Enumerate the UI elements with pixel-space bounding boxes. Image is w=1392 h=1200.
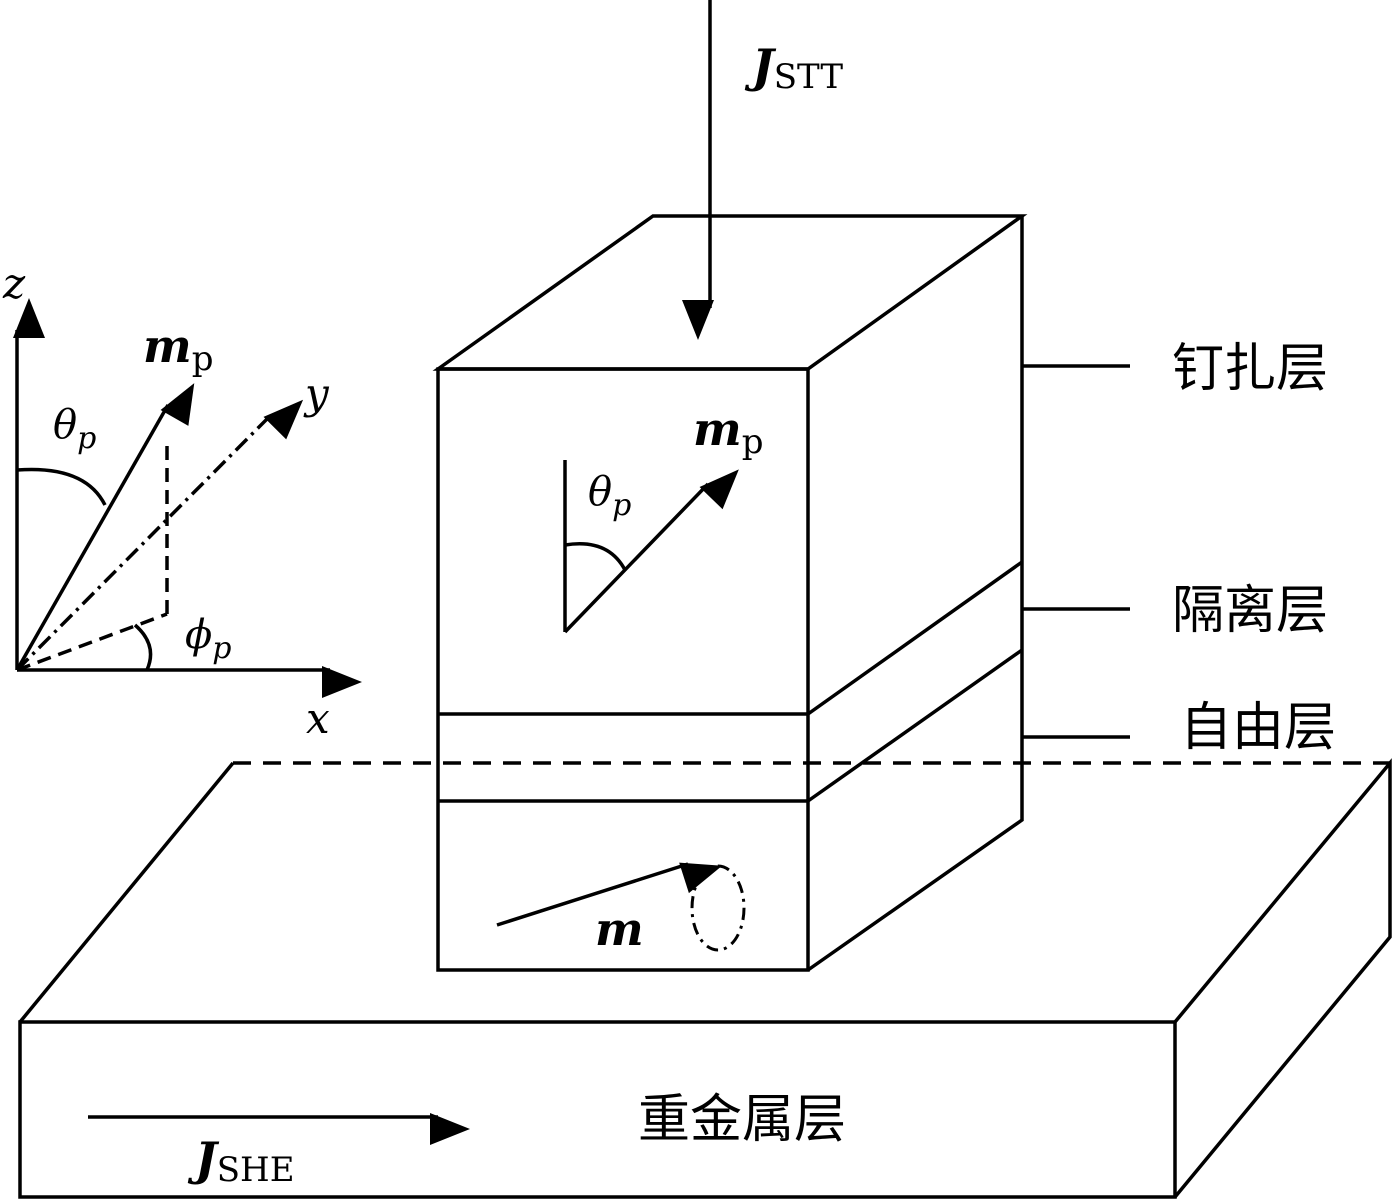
spacer-layer-label: 隔离层 [1172,581,1328,641]
x-axis-label: x [306,694,330,743]
inner-theta-label: θp [588,469,631,523]
precession-ellipse [690,864,746,952]
mtj-pillar [432,214,1028,972]
axes-theta-label: θp [53,402,96,456]
m-arrow [496,862,723,927]
j-stt-label: JSTT [744,39,843,97]
y-axis-label: y [303,369,330,418]
axes-mp-label: mp [143,319,213,379]
axes-theta-arc [16,467,107,506]
j-she-label: JSHE [187,1132,295,1190]
axes-mp-arrow [15,383,195,671]
m-label: m [595,902,644,956]
z-axis-label: z [2,259,26,308]
pinned-layer-label: 钉扎层 [1172,339,1328,399]
heavy-metal-slab [18,758,1392,1199]
inner-mp-arrow [563,469,739,634]
axes-phi-label: ϕp [185,612,231,666]
axes-phi-arc [133,623,153,671]
coordinate-axes [13,298,362,698]
free-layer-label: 自由层 [1180,698,1336,758]
inner-theta-arc [564,542,627,571]
heavy-metal-layer-label: 重金属层 [638,1090,846,1150]
inner-mp-label: mp [693,402,763,462]
